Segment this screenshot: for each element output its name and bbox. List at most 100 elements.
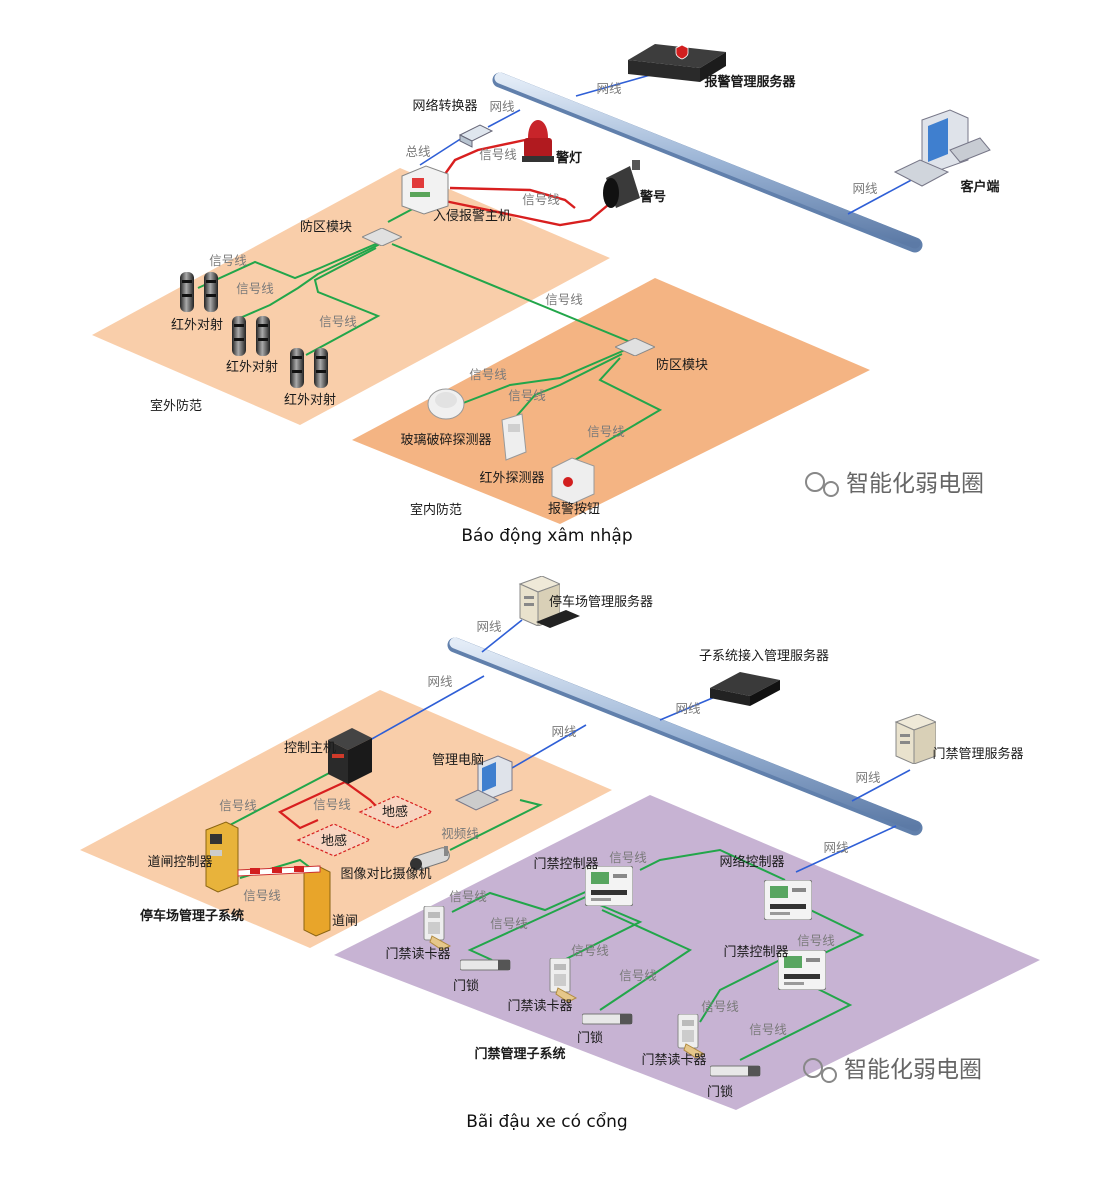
siren-icon: [603, 160, 640, 208]
signal-wire-label-6: 信号线: [545, 292, 583, 307]
alarm-light-label: 警灯: [556, 150, 582, 166]
converter-label: 网络转换器: [412, 98, 477, 114]
beam2-label: 红外对射: [226, 359, 278, 375]
net-label-b: 网线: [427, 674, 453, 689]
svg-text:智能化弱电圈: 智能化弱电圈: [846, 471, 984, 497]
mgmt-pc-label: 管理电脑: [432, 753, 484, 768]
net-label-a: 网线: [476, 619, 502, 634]
sig-label-f: 信号线: [490, 916, 528, 931]
sig-label-h: 信号线: [619, 968, 657, 983]
comparison-camera-icon: [410, 846, 450, 871]
diagram1-intrusion-alarm: 报警管理服务器 客户端 网络转换器 入侵报警主机 警灯 警号 防区模块 防区模块…: [92, 44, 1000, 546]
network-converter-icon: [458, 124, 494, 148]
zone-module-indoor-label: 防区模块: [656, 357, 708, 373]
gate-controller-label: 道闸控制器: [147, 855, 212, 870]
signal-wire-label-7: 信号线: [469, 367, 507, 382]
signal-wire-label-1: 信号线: [479, 147, 517, 162]
ground-sensor-label-2: 地感: [321, 833, 347, 849]
ground-sensor-label-1: 地感: [382, 804, 408, 820]
indoor-signal-wires: [457, 349, 663, 461]
zone-module-outdoor-label: 防区模块: [300, 219, 352, 235]
door-lock-1-label: 门锁: [453, 978, 479, 994]
siren-label: 警号: [640, 189, 666, 205]
net-label-c: 网线: [551, 724, 577, 739]
outdoor-zone-area: [92, 168, 610, 425]
signal-wire-label-5: 信号线: [319, 314, 357, 329]
signal-wire-label-9: 信号线: [587, 424, 625, 439]
watermark-2: 智能化弱电圈: [803, 1057, 982, 1083]
client-pc: [893, 109, 991, 187]
net-controller-label: 网络控制器: [719, 854, 784, 870]
card-reader-1-label: 门禁读卡器: [385, 947, 450, 962]
network-wire-label-2: 网线: [596, 81, 622, 96]
network-backbone-1: [494, 72, 921, 249]
diagram2-caption: Bãi đậu xe có cổng: [466, 1111, 627, 1132]
indoor-zone-area: [352, 278, 870, 524]
management-pc-icon: [454, 755, 513, 811]
indoor-zone-label: 室内防范: [410, 502, 462, 518]
client-label: 客户端: [960, 179, 999, 195]
outdoor-signal-wires: [197, 204, 641, 356]
network-wire-label-1: 网线: [489, 99, 515, 114]
net-label-d: 网线: [675, 701, 701, 716]
signal-wire-label-8: 信号线: [508, 388, 546, 403]
door-lock-3-icon: [710, 1065, 761, 1077]
net-label-e: 网线: [855, 770, 881, 785]
diagram2-parking-access: 停车场管理服务器 子系统接入管理服务器 门禁管理服务器 控制主机 管理电脑 地感…: [80, 576, 1040, 1132]
sig-label-e: 信号线: [449, 889, 487, 904]
door-controller-2-label: 门禁控制器: [723, 945, 788, 960]
panic-button-icon: [551, 457, 595, 505]
pir-detector-icon: [501, 413, 527, 461]
net-label-f: 网线: [823, 840, 849, 855]
glass-break-detector-icon: [427, 388, 465, 420]
network-backbone-2: [449, 637, 921, 832]
bus-wire-label: 总线: [405, 144, 431, 159]
sig-label-i: 信号线: [797, 933, 835, 948]
glass-detector-label: 玻璃破碎探测器: [400, 433, 491, 448]
barrier-label: 道闸: [332, 914, 358, 929]
sig-label-g: 信号线: [571, 943, 609, 958]
door-lock-2-label: 门锁: [577, 1030, 603, 1046]
door-controller-1-label: 门禁控制器: [533, 857, 598, 872]
door-controller-1-icon: [585, 866, 633, 906]
control-host-icon: [328, 728, 372, 784]
alarm-light-icon: [522, 120, 554, 162]
signal-wire-label-2: 信号线: [522, 192, 560, 207]
sig-label-c: 信号线: [243, 888, 281, 903]
card-reader-2-label: 门禁读卡器: [507, 999, 572, 1014]
alarm-server-label: 报警管理服务器: [704, 74, 796, 90]
beam1-label: 红外对射: [171, 317, 223, 333]
sig-label-j: 信号线: [701, 999, 739, 1014]
control-host-label: 控制主机: [284, 741, 336, 756]
sig-label-d: 信号线: [609, 850, 647, 865]
ground-sensor-loops: [296, 795, 434, 857]
access-subsystem-label: 门禁管理子系统: [474, 1046, 565, 1062]
diagram1-caption: Báo động xâm nhập: [461, 526, 632, 546]
network-controller-icon: [764, 880, 812, 920]
subsystem-server-icon: [710, 672, 780, 706]
door-lock-1-icon: [460, 959, 511, 971]
host-label: 入侵报警主机: [433, 208, 511, 224]
parking-subsystem-label: 停车场管理子系统: [140, 908, 244, 924]
beam3-label: 红外对射: [284, 392, 336, 408]
network-wire-label-3: 网线: [852, 181, 878, 196]
signal-wire-label-3: 信号线: [209, 253, 247, 268]
sig-label-a: 信号线: [219, 798, 257, 813]
door-lock-2-icon: [582, 1013, 633, 1025]
camera-label: 图像对比摄像机: [340, 867, 431, 882]
access-server-icon: [895, 714, 936, 764]
intrusion-alarm-host: [401, 165, 449, 215]
video-label: 视频线: [441, 826, 479, 841]
watermark-1: 智能化弱电圈: [805, 471, 984, 497]
outdoor-zone-label: 室外防范: [150, 398, 202, 414]
panic-label: 报警按钮: [548, 501, 600, 517]
alarm-management-server: [628, 44, 726, 82]
pir-label: 红外探测器: [479, 470, 544, 486]
subsystem-server-label: 子系统接入管理服务器: [699, 648, 829, 664]
access-server-label: 门禁管理服务器: [932, 746, 1023, 762]
barrier-gate-icon: [237, 865, 331, 937]
sig-label-b: 信号线: [313, 797, 351, 812]
signal-wire-label-4: 信号线: [236, 281, 274, 296]
parking-server-keyboard-icon: [536, 610, 580, 628]
